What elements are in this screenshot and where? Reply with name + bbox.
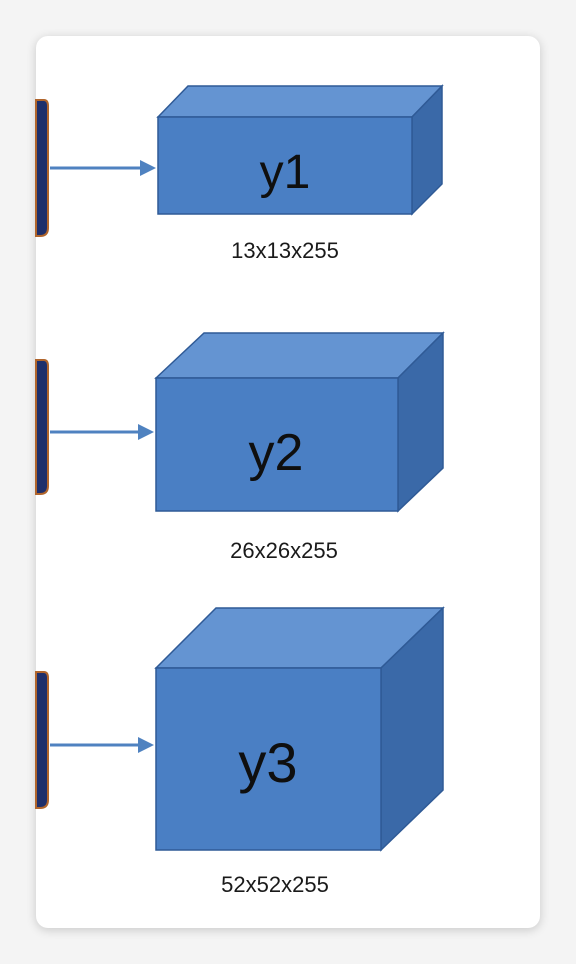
output-box-y1: y1 [156, 84, 444, 216]
box-label-y1: y1 [260, 146, 311, 199]
source-block-1 [35, 99, 49, 237]
dims-label-y1: 13x13x255 [231, 238, 339, 263]
arrow-2 [50, 424, 154, 440]
box-label-y3: y3 [238, 731, 297, 794]
output-box-y2: y2 [154, 331, 445, 513]
dims-label-y3: 52x52x255 [221, 872, 329, 897]
output-box-y3: y3 [154, 606, 445, 852]
arrow-1 [50, 160, 156, 176]
source-block-3 [35, 671, 49, 809]
arrow-3 [50, 737, 154, 753]
source-block-2 [35, 359, 49, 495]
box-label-y2: y2 [249, 424, 304, 482]
dims-label-y2: 26x26x255 [230, 538, 338, 563]
